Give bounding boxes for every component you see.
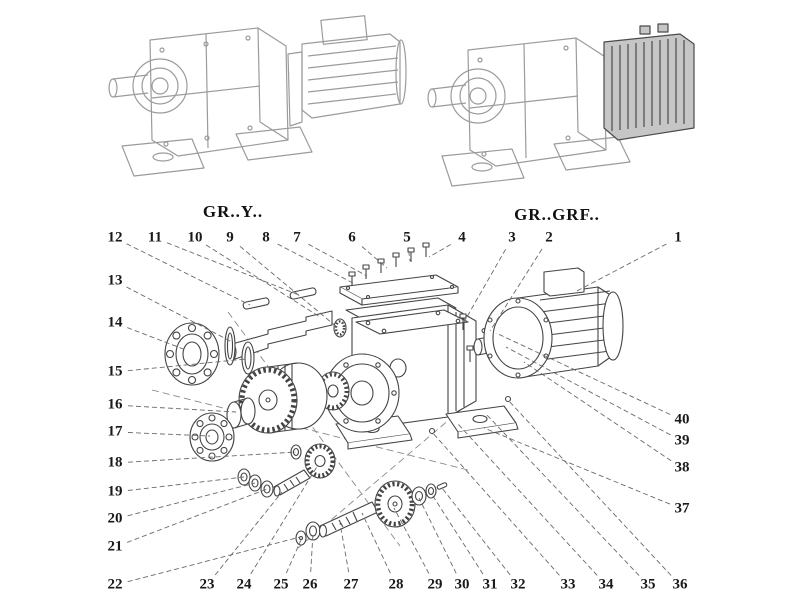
callout-19: 19 — [105, 483, 125, 500]
leader-line-5 — [408, 250, 411, 262]
leader-line-15 — [127, 358, 247, 372]
leader-line-25 — [285, 539, 302, 574]
leader-line-17 — [127, 432, 211, 437]
leader-line-39 — [505, 346, 671, 436]
callout-21: 21 — [105, 538, 125, 555]
leader-line-8 — [277, 243, 354, 284]
bearing-cover-flange — [324, 353, 400, 433]
leader-lines — [126, 242, 672, 583]
callout-27: 27 — [341, 576, 361, 593]
exploded-view-drawing — [151, 242, 624, 549]
callout-34: 34 — [596, 576, 616, 593]
leader-line-4 — [428, 244, 451, 258]
callout-1: 1 — [672, 229, 684, 246]
leader-line-24 — [250, 464, 319, 575]
input-shaft-assembly — [227, 287, 347, 361]
callout-14: 14 — [105, 314, 125, 331]
leader-line-9 — [239, 245, 339, 329]
callout-36: 36 — [670, 576, 690, 593]
callout-5: 5 — [401, 229, 413, 246]
leader-line-10 — [205, 244, 321, 318]
callout-40: 40 — [672, 411, 692, 428]
callout-11: 11 — [145, 229, 165, 246]
model-title-left: GR..Y.. — [202, 202, 264, 221]
leader-line-30 — [418, 497, 457, 574]
leader-line-22 — [127, 536, 301, 583]
motor — [483, 267, 624, 379]
callout-35: 35 — [638, 576, 658, 593]
callout-17: 17 — [105, 423, 125, 440]
spacer-sleeve — [226, 397, 256, 429]
callout-38: 38 — [672, 459, 692, 476]
callout-29: 29 — [425, 576, 445, 593]
leader-line-14 — [127, 327, 187, 351]
callout-30: 30 — [452, 576, 472, 593]
leader-line-21 — [126, 488, 268, 543]
callout-12: 12 — [105, 229, 125, 246]
callout-9: 9 — [224, 229, 236, 246]
callout-13: 13 — [105, 272, 125, 289]
callout-31: 31 — [480, 576, 500, 593]
leader-line-7 — [308, 243, 368, 277]
leader-line-3 — [463, 249, 506, 323]
callout-33: 33 — [558, 576, 578, 593]
callout-28: 28 — [386, 576, 406, 593]
callout-37: 37 — [672, 500, 692, 517]
callout-26: 26 — [300, 576, 320, 593]
leader-line-38 — [523, 361, 672, 462]
cover-bolts — [348, 242, 430, 286]
leader-line-2 — [489, 248, 543, 332]
callout-4: 4 — [456, 229, 468, 246]
callout-16: 16 — [105, 396, 125, 413]
leader-line-20 — [127, 482, 256, 517]
leader-line-37 — [483, 427, 671, 505]
housing-cover-plate — [339, 274, 459, 306]
leader-line-34 — [457, 423, 598, 576]
callout-15: 15 — [105, 363, 125, 380]
leader-line-40 — [495, 332, 671, 415]
callout-24: 24 — [234, 576, 254, 593]
leader-line-1 — [574, 243, 667, 293]
output-shaft-assembly — [295, 480, 448, 546]
callout-32: 32 — [508, 576, 528, 593]
callout-3: 3 — [506, 229, 518, 246]
callout-22: 22 — [105, 576, 125, 593]
callout-2: 2 — [543, 229, 555, 246]
leader-line-19 — [127, 476, 245, 491]
leader-line-28 — [361, 512, 391, 574]
leader-line-6 — [361, 246, 388, 269]
oil-seal — [241, 341, 255, 375]
leader-line-12 — [126, 243, 251, 306]
washers-intermediate — [237, 468, 274, 498]
leader-line-27 — [339, 522, 350, 573]
leader-line-31 — [430, 492, 484, 575]
callout-39: 39 — [672, 432, 692, 449]
output-bearing — [189, 412, 235, 462]
callout-8: 8 — [260, 229, 272, 246]
leader-line-35 — [485, 413, 640, 576]
model-title-right: GR..GRF.. — [514, 205, 600, 224]
leader-line-32 — [441, 487, 511, 576]
callout-25: 25 — [271, 576, 291, 593]
retaining-ring — [224, 326, 236, 366]
leader-line-13 — [126, 286, 233, 343]
leader-line-23 — [214, 491, 283, 576]
callout-6: 6 — [346, 229, 358, 246]
leader-line-18 — [127, 451, 297, 463]
callout-23: 23 — [197, 576, 217, 593]
callout-10: 10 — [185, 229, 205, 246]
input-bearing — [164, 322, 220, 386]
gearmotor-illustration-right — [427, 23, 695, 187]
intermediate-shaft-assembly — [273, 443, 336, 497]
gearmotor-illustration-left — [108, 15, 407, 177]
leader-line-26 — [310, 532, 314, 573]
callout-20: 20 — [105, 510, 125, 527]
leader-line-16 — [127, 405, 237, 413]
callout-7: 7 — [291, 229, 303, 246]
callout-18: 18 — [105, 454, 125, 471]
leader-line-29 — [393, 507, 430, 574]
